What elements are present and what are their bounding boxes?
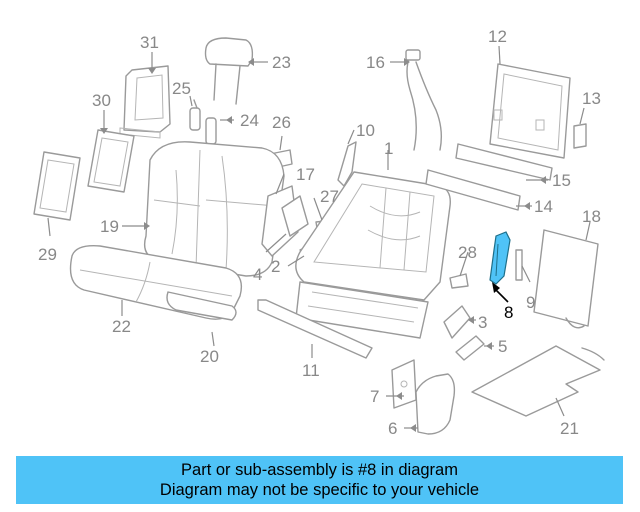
- callout-4: 4: [253, 265, 262, 284]
- part-1-frame: [295, 171, 451, 339]
- part-14-bar: [425, 169, 521, 211]
- callout-7: 7: [370, 387, 379, 406]
- part-10-bracket: [337, 141, 357, 187]
- part-4-bracket: [281, 195, 309, 237]
- part-23-headrest: [204, 37, 254, 105]
- callout-2: 2: [271, 257, 280, 276]
- callout-22: 22: [112, 317, 131, 336]
- callout-12: 12: [488, 27, 507, 46]
- callout-5: 5: [498, 337, 507, 356]
- part-13-bracket: [573, 123, 587, 149]
- callout-6: 6: [388, 419, 397, 438]
- callout-16: 16: [366, 53, 385, 72]
- part-30-panel: [87, 129, 135, 193]
- callout-31: 31: [140, 33, 159, 52]
- callout-28: 28: [458, 243, 477, 262]
- part-12-panel: [489, 63, 571, 159]
- part-16-cable: [405, 49, 443, 151]
- part-5-bracket: [455, 335, 485, 361]
- banner-line-disclaimer: Diagram may not be specific to your vehi…: [159, 481, 480, 499]
- callout-19: 19: [100, 217, 119, 236]
- part-28-clip: [449, 273, 469, 289]
- callout-11: 11: [302, 361, 320, 380]
- info-banner: Part or sub-assembly is #8 in diagram Di…: [16, 456, 623, 504]
- part-6-cover: [415, 373, 456, 435]
- part-15-bar: [455, 143, 553, 181]
- callout-29: 29: [38, 245, 57, 264]
- callout-8: 8: [504, 303, 513, 322]
- callout-3: 3: [478, 313, 487, 332]
- part-11-rail: [257, 299, 373, 359]
- callout-14: 14: [534, 197, 553, 216]
- callout-18: 18: [582, 207, 601, 226]
- part-8-highlighted: [489, 231, 511, 285]
- callout-24: 24: [240, 111, 259, 130]
- callout-20: 20: [200, 347, 219, 366]
- parts-diagram: 1 2 3 4 5 6 7 8 9 10 11 12 13 14 15 16 1…: [33, 27, 605, 438]
- part-7-plate: [391, 359, 417, 409]
- leader-lines: [47, 45, 591, 429]
- part-24-guide: [205, 117, 217, 145]
- part-19-seatback: [143, 141, 285, 277]
- leader-arrowheads: [100, 58, 546, 432]
- part-18-panel: [533, 229, 599, 329]
- part-3-bracket: [443, 305, 471, 339]
- callout-25: 25: [172, 79, 191, 98]
- callout-13: 13: [582, 89, 601, 108]
- callout-23: 23: [272, 53, 291, 72]
- callout-9: 9: [526, 293, 535, 312]
- callout-labels: 1 2 3 4 5 6 7 8 9 10 11 12 13 14 15 16 1…: [38, 27, 601, 438]
- callout-17: 17: [296, 165, 315, 184]
- part-20-pad: [166, 291, 237, 321]
- part-9-strip: [515, 249, 523, 281]
- callout-26: 26: [272, 113, 291, 132]
- callout-21: 21: [560, 419, 579, 438]
- banner-line-part: Part or sub-assembly is #8 in diagram: [181, 461, 458, 479]
- part-25-guide: [189, 99, 201, 131]
- callout-10: 10: [356, 121, 375, 140]
- callout-30: 30: [92, 91, 111, 110]
- callout-15: 15: [552, 171, 571, 190]
- part-31-frame: [119, 65, 171, 139]
- part-21-mat: [471, 345, 605, 417]
- callout-27: 27: [320, 187, 339, 206]
- callout-1: 1: [384, 139, 393, 158]
- part-29-panel: [33, 151, 81, 221]
